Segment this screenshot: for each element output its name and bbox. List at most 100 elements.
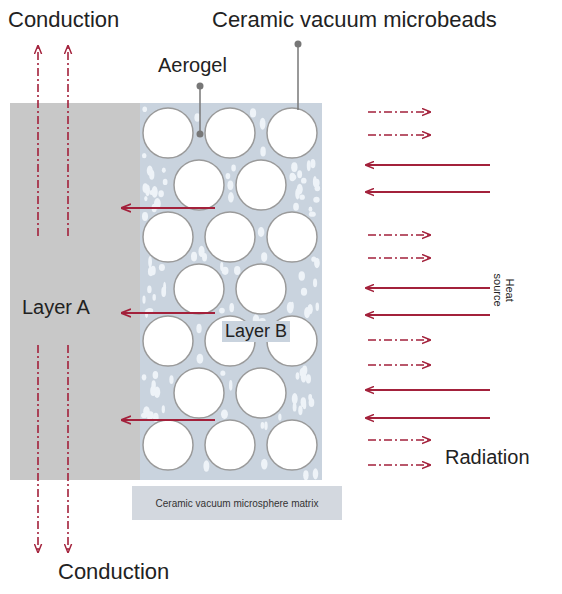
aerogel-pore	[301, 372, 307, 383]
aerogel-pore	[145, 309, 148, 318]
aerogel-pore	[287, 302, 294, 314]
microbead-illustration	[140, 103, 322, 480]
heat-flow-arrow	[122, 207, 215, 209]
node-label: Ceramic vacuum microsphere matrix	[156, 498, 319, 509]
aerogel-pore	[258, 227, 265, 237]
aerogel-pore	[227, 181, 233, 190]
aerogel-pore	[162, 168, 166, 173]
annotation-label: Aerogel	[158, 54, 227, 76]
aerogel-pore	[234, 266, 240, 275]
aerogel-pore	[299, 195, 304, 200]
aerogel-pore	[158, 190, 164, 197]
vacuum-bead	[174, 264, 224, 314]
aerogel-pore	[313, 197, 319, 203]
aerogel-pore	[154, 198, 161, 209]
aerogel-pore	[298, 405, 302, 415]
aerogel-pore	[161, 287, 166, 297]
annotation-label: Ceramic vacuum microbeads	[212, 8, 497, 32]
vacuum-beads	[143, 108, 317, 470]
aerogel-pore	[153, 413, 159, 422]
aerogel-pore	[291, 162, 297, 172]
layer-b-panel: Layer B	[140, 103, 322, 480]
aerogel-pore	[289, 173, 295, 182]
aerogel-pore	[293, 403, 297, 412]
aerogel-pore	[308, 394, 312, 401]
aerogel-pore	[191, 252, 197, 262]
aerogel-pore	[149, 170, 154, 180]
node-label: Layer A	[22, 296, 90, 319]
vacuum-bead	[174, 160, 224, 210]
aerogel-pore	[148, 256, 152, 268]
aerogel-pore	[297, 170, 302, 178]
heat-flow-arrow	[122, 419, 215, 421]
heat-flow-arrow	[122, 312, 215, 314]
aerogel-pore	[260, 118, 266, 130]
vacuum-bead	[143, 420, 193, 470]
aerogel-pore	[202, 253, 207, 261]
vacuum-bead	[174, 368, 224, 418]
vacuum-bead	[205, 212, 255, 262]
aerogel-pore	[203, 460, 209, 472]
aerogel-pore	[142, 295, 145, 303]
aerogel-pore	[301, 397, 307, 407]
vacuum-bead	[236, 160, 286, 210]
aerogel-pore	[147, 411, 153, 419]
aerogel-pore	[316, 303, 320, 311]
aerogel-pore	[152, 294, 155, 301]
aerogel-pores	[141, 106, 320, 480]
vacuum-bead	[267, 212, 317, 262]
annotation-label: Radiation	[445, 446, 530, 468]
aerogel-pore	[145, 184, 150, 196]
aerogel-pore	[306, 374, 311, 383]
aerogel-pore	[301, 288, 307, 296]
aerogel-pore	[303, 470, 308, 480]
vacuum-bead	[143, 108, 193, 158]
aerogel-pore	[313, 468, 319, 479]
aerogel-pore	[148, 267, 154, 276]
annotation-label: Conduction	[58, 560, 169, 584]
aerogel-pore	[197, 354, 204, 364]
aerogel-pore	[264, 421, 267, 430]
vacuum-bead	[143, 212, 193, 262]
aerogel-pore	[150, 190, 154, 195]
vacuum-bead	[143, 316, 193, 366]
aerogel-pore	[163, 179, 168, 185]
aerogel-pore	[296, 372, 300, 380]
aerogel-pore	[293, 203, 299, 211]
aerogel-pore	[159, 264, 165, 271]
aerogel-pore	[147, 286, 151, 294]
aerogel-pore	[169, 375, 173, 384]
aerogel-pore	[142, 106, 147, 112]
aerogel-pore	[229, 303, 234, 312]
aerogel-pore	[310, 159, 315, 168]
vacuum-bead	[267, 108, 317, 158]
aerogel-pore	[308, 304, 313, 314]
aerogel-pore	[142, 153, 147, 158]
aerogel-pore	[231, 165, 236, 172]
aerogel-pore	[194, 113, 200, 122]
aerogel-pore	[229, 380, 232, 391]
aerogel-pore	[278, 414, 281, 421]
aerogel-pore	[196, 324, 201, 333]
aerogel-pore	[299, 271, 305, 280]
aerogel-pore	[307, 160, 311, 171]
vacuum-bead	[236, 368, 286, 418]
aerogel-pore	[142, 374, 147, 380]
aerogel-pore	[250, 108, 256, 117]
radiation-arrows	[368, 112, 430, 465]
side-label: Heat source	[492, 268, 516, 312]
annotation-label: Conduction	[8, 8, 119, 32]
aerogel-pore	[313, 279, 317, 288]
aerogel-pore	[261, 252, 267, 262]
aerogel-pore	[153, 371, 159, 379]
aerogel-pore	[220, 370, 225, 375]
aerogel-pore	[261, 422, 265, 429]
aerogel-pore	[219, 308, 225, 314]
aerogel-pore	[260, 146, 265, 156]
aerogel-pore	[311, 257, 316, 262]
aerogel-pore	[228, 192, 234, 202]
aerogel-pore	[225, 173, 230, 179]
aerogel-pore	[261, 459, 268, 470]
vacuum-bead	[267, 420, 317, 470]
